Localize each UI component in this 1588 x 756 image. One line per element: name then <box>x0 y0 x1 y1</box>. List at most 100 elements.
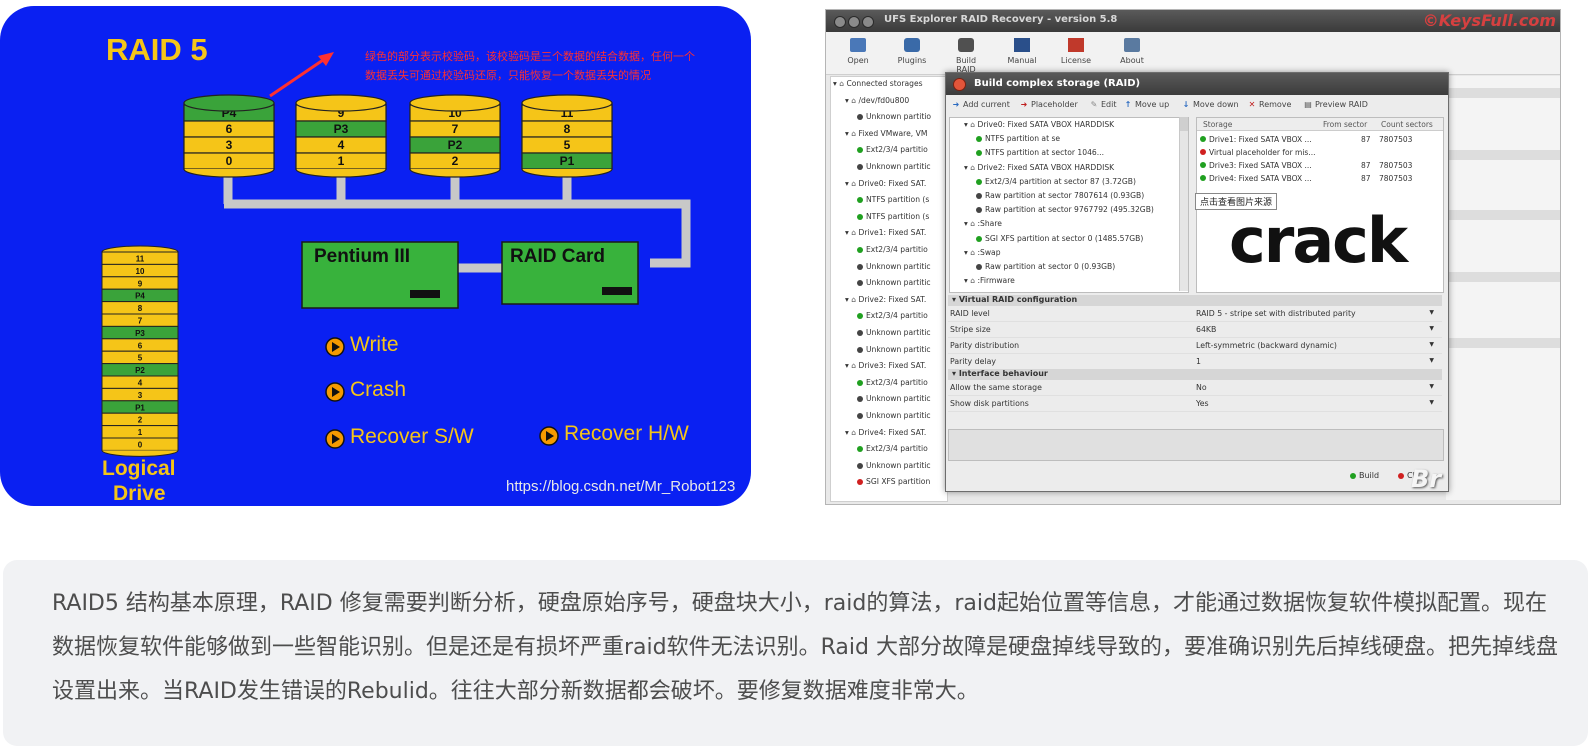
dropdown-arrow-icon[interactable]: ▼ <box>1429 341 1434 348</box>
about-button[interactable]: About <box>1112 38 1152 65</box>
expand-icon[interactable]: ▾ <box>845 178 852 188</box>
source-tree-item[interactable]: Raw partition at sector 7807614 (0.93GB) <box>976 191 1144 200</box>
expand-icon[interactable]: ▾ <box>845 95 852 105</box>
storage-tree-item[interactable]: ▾ ⌂ Drive1: Fixed SAT. <box>845 228 926 237</box>
source-tree-item[interactable]: SGI XFS partition at sector 0 (1485.57GB… <box>976 234 1143 243</box>
storage-tree-item[interactable]: Ext2/3/4 partitio <box>857 145 928 154</box>
dropdown-arrow-icon[interactable]: ▼ <box>1429 357 1434 364</box>
storage-tree-item[interactable]: Unknown partitic <box>857 394 931 403</box>
placeholder-button[interactable]: ➜Placeholder <box>1020 100 1078 109</box>
edit-button[interactable]: ✎Edit <box>1090 100 1117 109</box>
expand-icon[interactable]: ▾ <box>845 361 852 371</box>
source-url: https://blog.csdn.net/Mr_Robot123 <box>506 478 736 495</box>
storage-tree-item[interactable]: ▾ ⌂ Connected storages <box>833 79 923 88</box>
source-tree-item[interactable]: NTFS partition at sector 1046... <box>976 148 1104 157</box>
expand-icon[interactable]: ▾ <box>964 219 971 229</box>
preview-raid-button[interactable]: ▤Preview RAID <box>1304 100 1368 109</box>
preview-icon: ▤ <box>1304 100 1312 109</box>
dialog-close-button[interactable] <box>953 78 966 91</box>
scroll-thumb[interactable] <box>1180 117 1188 131</box>
dropdown-arrow-icon[interactable]: ▼ <box>1429 309 1434 316</box>
storage-tree-item[interactable]: ▾ ⌂ Drive4: Fixed SAT. <box>845 428 926 437</box>
section-interface-behaviour[interactable]: ▾ Interface behaviour <box>948 369 1442 380</box>
source-tree-item[interactable]: ▾ ⌂ :Firmware <box>964 276 1015 285</box>
expand-icon[interactable]: ▾ <box>845 294 852 304</box>
move-down-button[interactable]: ↓Move down <box>1182 100 1239 109</box>
property-value[interactable]: 1 <box>1196 357 1201 366</box>
close-button[interactable]: Cl <box>1398 471 1415 480</box>
storage-tree-item[interactable]: NTFS partition (s <box>857 195 929 204</box>
move-up-button[interactable]: ↑Move up <box>1124 100 1170 109</box>
storage-row[interactable]: Virtual placeholder for mis... <box>1197 146 1443 158</box>
storage-tree-item[interactable]: Ext2/3/4 partitio <box>857 245 928 254</box>
license-button[interactable]: License <box>1056 38 1096 65</box>
source-tree-item[interactable]: ▾ ⌂ :Share <box>964 219 1002 228</box>
expand-icon[interactable]: ▾ <box>845 228 852 238</box>
expand-icon[interactable]: ▾ <box>845 427 852 437</box>
property-value[interactable]: Left-symmetric (backward dynamic) <box>1196 341 1337 350</box>
window-minimize-button[interactable] <box>848 16 860 28</box>
storage-tree-item[interactable]: Ext2/3/4 partitio <box>857 378 928 387</box>
storage-tree-item[interactable]: ▾ ⌂ Drive2: Fixed SAT. <box>845 295 926 304</box>
storage-tree-item[interactable]: NTFS partition (s <box>857 212 929 221</box>
storage-tree-item[interactable]: Ext2/3/4 partitio <box>857 311 928 320</box>
plugins-button[interactable]: Plugins <box>892 38 932 65</box>
property-value[interactable]: RAID 5 - stripe set with distributed par… <box>1196 309 1356 318</box>
expand-icon[interactable]: ▾ <box>964 276 971 286</box>
source-tree-item[interactable]: Raw partition at sector 0 (0.93GB) <box>976 262 1115 271</box>
count-sectors-header[interactable]: Count sectors <box>1381 120 1433 129</box>
window-close-button[interactable] <box>834 16 846 28</box>
storage-tree-item[interactable]: ▾ ⌂ Drive0: Fixed SAT. <box>845 179 926 188</box>
source-tree-item[interactable]: ▾ ⌂ Drive0: Fixed SATA VBOX HARDDISK <box>964 120 1114 129</box>
manual-button[interactable]: Manual <box>1002 38 1042 65</box>
window-maximize-button[interactable] <box>862 16 874 28</box>
storage-header[interactable]: Storage <box>1203 120 1233 129</box>
storage-tree-item[interactable]: SGI XFS partition <box>857 477 930 486</box>
add-current-button[interactable]: ➜Add current <box>952 100 1010 109</box>
open-button[interactable]: Open <box>838 38 878 65</box>
dropdown-arrow-icon[interactable]: ▼ <box>1429 383 1434 390</box>
storage-tree-item[interactable]: ▾ ⌂ Drive3: Fixed SAT. <box>845 361 926 370</box>
from-sector-header[interactable]: From sector <box>1323 120 1368 129</box>
expand-icon[interactable]: ▾ <box>964 162 971 172</box>
storage-tree-item[interactable]: Unknown partitic <box>857 262 931 271</box>
source-tree-item[interactable]: Raw partition at sector 9767792 (495.32G… <box>976 205 1154 214</box>
storage-tree-item[interactable]: Unknown partitic <box>857 345 931 354</box>
storage-tree-item[interactable]: Ext2/3/4 partitio <box>857 444 928 453</box>
storage-tree-item[interactable]: ▾ ⌂ /dev/fd0u800 <box>845 96 909 105</box>
source-tree-item[interactable]: ▾ ⌂ :Swap <box>964 248 1001 257</box>
build-raid-button[interactable]: Build RAID <box>946 38 986 74</box>
source-tree-item[interactable]: ▾ ⌂ Drive2: Fixed SATA VBOX HARDDISK <box>964 163 1114 172</box>
storage-tree-item[interactable]: Unknown partitic <box>857 162 931 171</box>
remove-button[interactable]: ✕Remove <box>1248 100 1292 109</box>
storage-tree-item[interactable]: Unknown partitic <box>857 278 931 287</box>
dropdown-arrow-icon[interactable]: ▼ <box>1429 399 1434 406</box>
property-value[interactable]: No <box>1196 383 1207 392</box>
source-tree-item[interactable]: Ext2/3/4 partition at sector 87 (3.72GB) <box>976 177 1136 186</box>
dropdown-arrow-icon[interactable]: ▼ <box>1429 325 1434 332</box>
source-tree-item[interactable]: NTFS partition at se <box>976 134 1060 143</box>
expand-icon[interactable]: ▾ <box>845 128 852 138</box>
property-value[interactable]: Yes <box>1196 399 1209 408</box>
section-virtual-raid-config[interactable]: ▾ Virtual RAID configuration <box>948 295 1442 306</box>
expand-icon[interactable]: ▾ <box>964 120 971 129</box>
expand-icon[interactable]: ▾ <box>964 247 971 257</box>
dialog-tree-scrollbar[interactable] <box>1179 117 1188 291</box>
expand-icon[interactable]: ▾ <box>833 79 840 88</box>
storage-tree-item[interactable]: Unknown partitic <box>857 328 931 337</box>
storage-tree-item[interactable]: ▾ ⌂ Fixed VMware, VM <box>845 129 927 138</box>
storage-tree-item[interactable]: Unknown partitio <box>857 112 931 121</box>
property-value[interactable]: 64KB <box>1196 325 1217 334</box>
storage-tree-item[interactable]: Unknown partitic <box>857 461 931 470</box>
build-button[interactable]: Build <box>1350 471 1379 480</box>
storage-tree-item[interactable]: Unknown partitic <box>857 411 931 420</box>
